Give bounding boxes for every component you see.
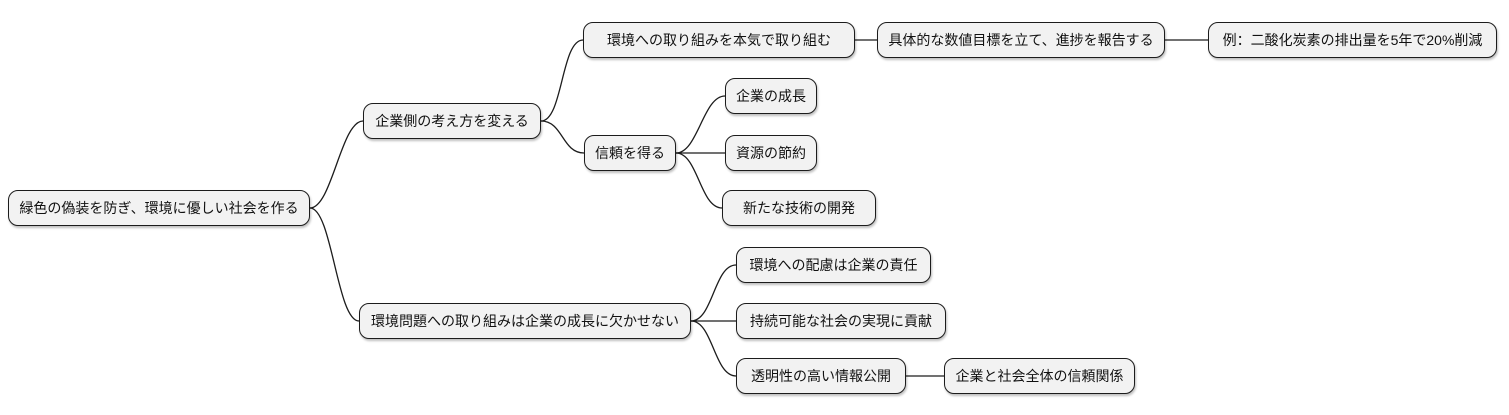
node-env-essential[interactable]: 環境問題への取り組みは企業の成長に欠かせない [359,303,691,339]
edge-change-mindset-to-gain-trust [540,120,585,154]
node-numeric-targets[interactable]: 具体的な数値目標を立て、進捗を報告する [877,22,1165,58]
edge-change-mindset-to-serious-efforts [540,39,584,122]
edge-gain-trust-to-new-technology [675,152,723,209]
node-root[interactable]: 緑色の偽装を防ぎ、環境に優しい社会を作る [8,190,310,226]
node-co2-example[interactable]: 例：二酸化炭素の排出量を5年で20%削減 [1208,22,1497,58]
edge-env-essential-to-env-responsibility [690,264,737,322]
node-serious-efforts[interactable]: 環境への取り組みを本気で取り組む [583,22,855,58]
node-new-technology[interactable]: 新たな技術の開発 [722,190,876,226]
node-sustainable-society[interactable]: 持続可能な社会の実現に貢献 [736,303,946,339]
node-resource-saving[interactable]: 資源の節約 [725,135,817,171]
node-change-mindset[interactable]: 企業側の考え方を変える [363,103,541,139]
node-gain-trust[interactable]: 信頼を得る [584,135,676,171]
node-company-growth[interactable]: 企業の成長 [725,78,817,114]
node-trust-relationship[interactable]: 企業と社会全体の信頼関係 [944,358,1135,394]
edge-root-to-change-mindset [309,120,364,209]
edge-gain-trust-to-company-growth [675,95,726,154]
node-env-responsibility[interactable]: 環境への配慮は企業の責任 [736,247,931,283]
edge-root-to-env-essential [309,207,360,322]
node-transparent-disclosure[interactable]: 透明性の高い情報公開 [736,358,906,394]
edge-env-essential-to-transparent-disclosure [690,320,737,377]
